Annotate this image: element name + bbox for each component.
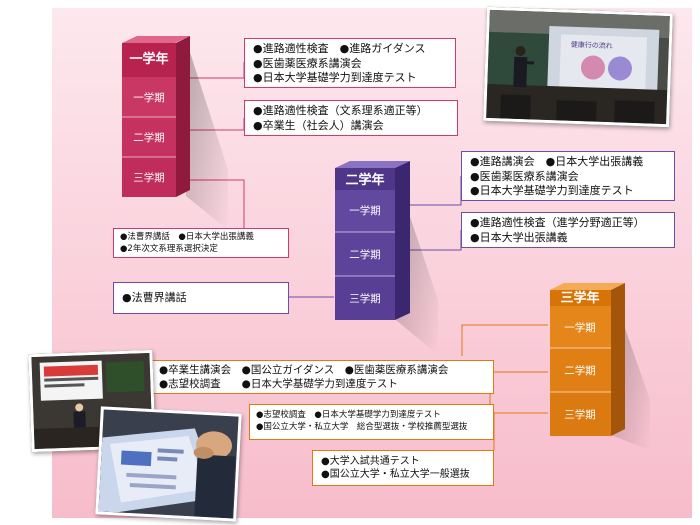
box-year1-term2: ●進路適性検査（文系理系適正等） ●卒業生（社会人）講演会 bbox=[244, 100, 458, 136]
item: ●卒業生（社会人）講演会 bbox=[253, 118, 384, 132]
item: ●進路適性検査（進学分野適正等） bbox=[470, 216, 645, 229]
item: ●進路講演会 ●日本大学出張講義 bbox=[470, 155, 644, 168]
item: ●日本大学出張講義 bbox=[470, 230, 568, 244]
tower-year1-term2-label: 二学期 bbox=[133, 131, 165, 144]
tower-year2-term1-label: 一学期 bbox=[349, 204, 381, 217]
item: ●日本大学基礎学力到達度テスト bbox=[253, 71, 417, 84]
tower-year3-term3-label: 三学期 bbox=[564, 408, 596, 421]
item: ●日本大学基礎学力到達度テスト bbox=[470, 184, 634, 197]
tower-year3-term2 bbox=[550, 348, 611, 392]
photo-presentation-scene: 健康行の流れ bbox=[486, 9, 670, 125]
box-year3-term3: ●大学入試共通テスト ●国公立大学・私立大学一般選抜 bbox=[312, 450, 494, 486]
item: ●卒業生講演会 ●国公立ガイダンス ●医歯薬医療系講演会 bbox=[159, 364, 449, 376]
tower-year3-top bbox=[550, 283, 625, 290]
tower-year1-title: 一学年 bbox=[129, 51, 168, 67]
tower-year3-header bbox=[550, 290, 611, 306]
tower-year3-term2-label: 二学期 bbox=[564, 364, 596, 377]
photo-reading-scene bbox=[98, 409, 239, 519]
tower-year2-term3-label: 三学期 bbox=[349, 292, 381, 305]
photo-reading-materials bbox=[95, 406, 242, 522]
slide-title: 健康行の流れ bbox=[571, 40, 613, 50]
tower-year2-header bbox=[335, 168, 395, 190]
tower-year2-top bbox=[335, 161, 410, 168]
item: ●進路適性検査（文系理系適正等） bbox=[253, 104, 428, 117]
box-year1-term1: ●進路適性検査 ●進路ガイダンス ●医歯薬医療系講演会 ●日本大学基礎学力到達度… bbox=[244, 38, 456, 88]
item: ●志望校調査 ●日本大学基礎学力到達度テスト bbox=[256, 410, 441, 420]
tower-year3-title: 三学年 bbox=[560, 290, 599, 306]
connector-y3-t3 bbox=[493, 412, 548, 450]
item: ●進路適性検査 ●進路ガイダンス bbox=[253, 42, 426, 55]
item: ●大学入試共通テスト bbox=[321, 456, 420, 467]
tower-year3-term1-label: 一学期 bbox=[564, 321, 596, 334]
tower-year1-term3-label: 三学期 bbox=[133, 171, 165, 184]
item: ●法曹界講話 ●日本大学出張講義 bbox=[120, 232, 254, 242]
tower-year1-shadow bbox=[186, 40, 228, 230]
box-year3-term2: ●志望校調査 ●日本大学基礎学力到達度テスト ●国公立大学・私立大学 総合型選抜… bbox=[249, 404, 494, 440]
box-year2-term2: ●進路適性検査（進学分野適正等） ●日本大学出張講義 bbox=[461, 212, 675, 248]
item: ●医歯薬医療系講演会 bbox=[253, 56, 362, 70]
item: ●国公立大学・私立大学一般選抜 bbox=[321, 469, 470, 480]
tower-year3-side bbox=[611, 283, 625, 436]
tower-year1-term1 bbox=[122, 77, 176, 117]
item: ●2年次文系理系選択決定 bbox=[120, 243, 218, 254]
tower-year1-term1-label: 一学期 bbox=[133, 91, 165, 104]
tower-year1-side bbox=[176, 36, 190, 197]
tower-year2-side bbox=[395, 161, 410, 320]
tower-year3-term1 bbox=[550, 306, 611, 348]
box-year1-term3: ●法曹界講話 ●日本大学出張講義 ●2年次文系理系選択決定 bbox=[113, 228, 289, 258]
item: ●志望校調査 ●日本大学基礎学力到達度テスト bbox=[159, 377, 398, 390]
item: ●法曹界講話 bbox=[122, 291, 187, 304]
item: ●医歯薬医療系講演会 bbox=[470, 169, 579, 183]
tower-year1-top bbox=[122, 36, 190, 43]
item: ●国公立大学・私立大学 総合型選抜・学校推薦型選抜 bbox=[256, 421, 468, 432]
box-year2-term1: ●進路講演会 ●日本大学出張講義 ●医歯薬医療系講演会 ●日本大学基礎学力到達度… bbox=[461, 151, 675, 201]
tower-year2-term2-label: 二学期 bbox=[349, 248, 381, 261]
tower-year1-term3 bbox=[122, 157, 176, 197]
photo-presentation: 健康行の流れ bbox=[483, 6, 673, 128]
tower-year2-term1 bbox=[335, 190, 395, 232]
box-year3-term1: ●卒業生講演会 ●国公立ガイダンス ●医歯薬医療系講演会 ●志望校調査 ●日本大… bbox=[150, 360, 494, 394]
tower-year1-term2 bbox=[122, 117, 176, 157]
tower-year1-header bbox=[122, 43, 176, 77]
tower-year2-term3 bbox=[335, 276, 395, 320]
tower-year2-title: 二学年 bbox=[345, 172, 384, 188]
tower-year2-term2 bbox=[335, 232, 395, 276]
box-year2-term3: ●法曹界講話 bbox=[113, 282, 289, 314]
tower-year3-term3 bbox=[550, 392, 611, 436]
connector-y3-t1 bbox=[461, 324, 548, 356]
